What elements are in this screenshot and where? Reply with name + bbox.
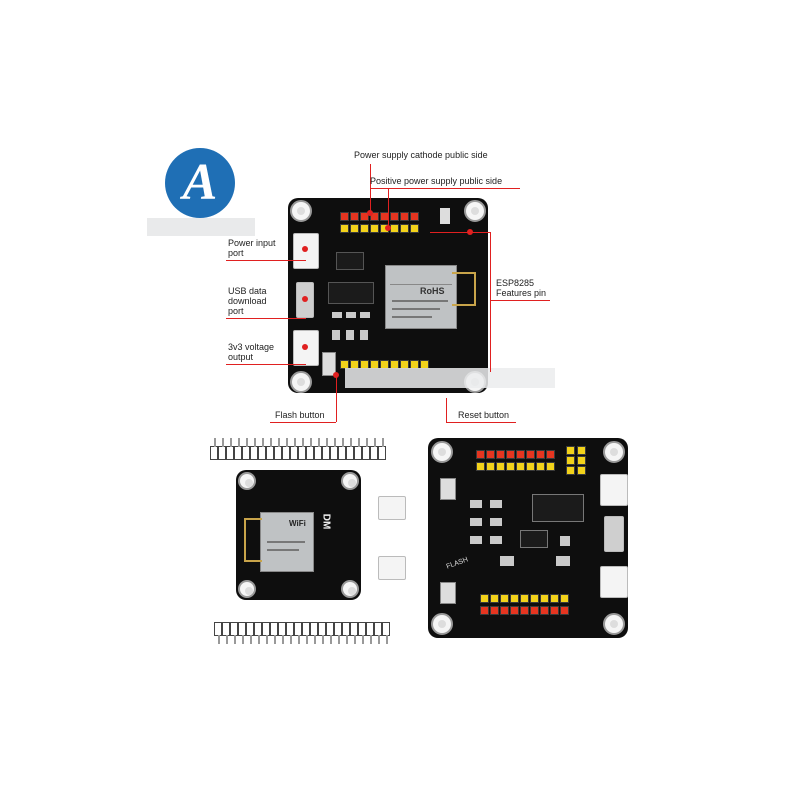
br-uart-chip	[532, 494, 584, 522]
br-bottom-pin-row-red	[480, 606, 569, 615]
usb-uart-chip	[328, 282, 374, 304]
br-bottom-pin-row-yellow	[480, 594, 569, 603]
br-pin-row-yellow	[476, 462, 555, 471]
esp8285-module: RoHS	[385, 265, 457, 329]
top-pin-row-red	[340, 212, 419, 221]
dm-text: DM	[320, 513, 332, 530]
logo-letter: A	[182, 154, 218, 211]
side-connector-1	[378, 496, 406, 520]
label-positive: Positive power supply public side	[370, 176, 503, 186]
br-connector-top	[600, 474, 628, 506]
br-usb-port	[604, 516, 624, 552]
esp-module-small: WiFi	[260, 512, 314, 572]
header-strip-top	[210, 438, 386, 460]
flash-button[interactable]	[322, 352, 336, 376]
side-connector-2	[378, 556, 406, 580]
br-flash-button[interactable]	[440, 582, 456, 604]
br-connector-bottom	[600, 566, 628, 598]
label-esp: ESP8285 Features pin	[496, 278, 547, 298]
label-usb: USB data download port	[228, 286, 267, 316]
br-pin-row-red	[476, 450, 555, 459]
header-strip-bottom	[214, 622, 390, 644]
label-reset: Reset button	[458, 410, 510, 420]
brand-logo: A	[147, 148, 255, 240]
label-cathode: Power supply cathode public side	[354, 150, 488, 160]
br-button-top[interactable]	[440, 478, 456, 500]
label-3v3: 3v3 voltage output	[228, 342, 275, 362]
regulator-chip	[336, 252, 364, 270]
wifi-text: WiFi	[289, 519, 306, 528]
label-power-input: Power input port	[228, 238, 276, 258]
module-brand-text: RoHS	[420, 286, 445, 296]
top-pin-row-yellow	[340, 224, 419, 233]
br-regulator	[520, 530, 548, 548]
label-flash: Flash button	[275, 410, 325, 420]
